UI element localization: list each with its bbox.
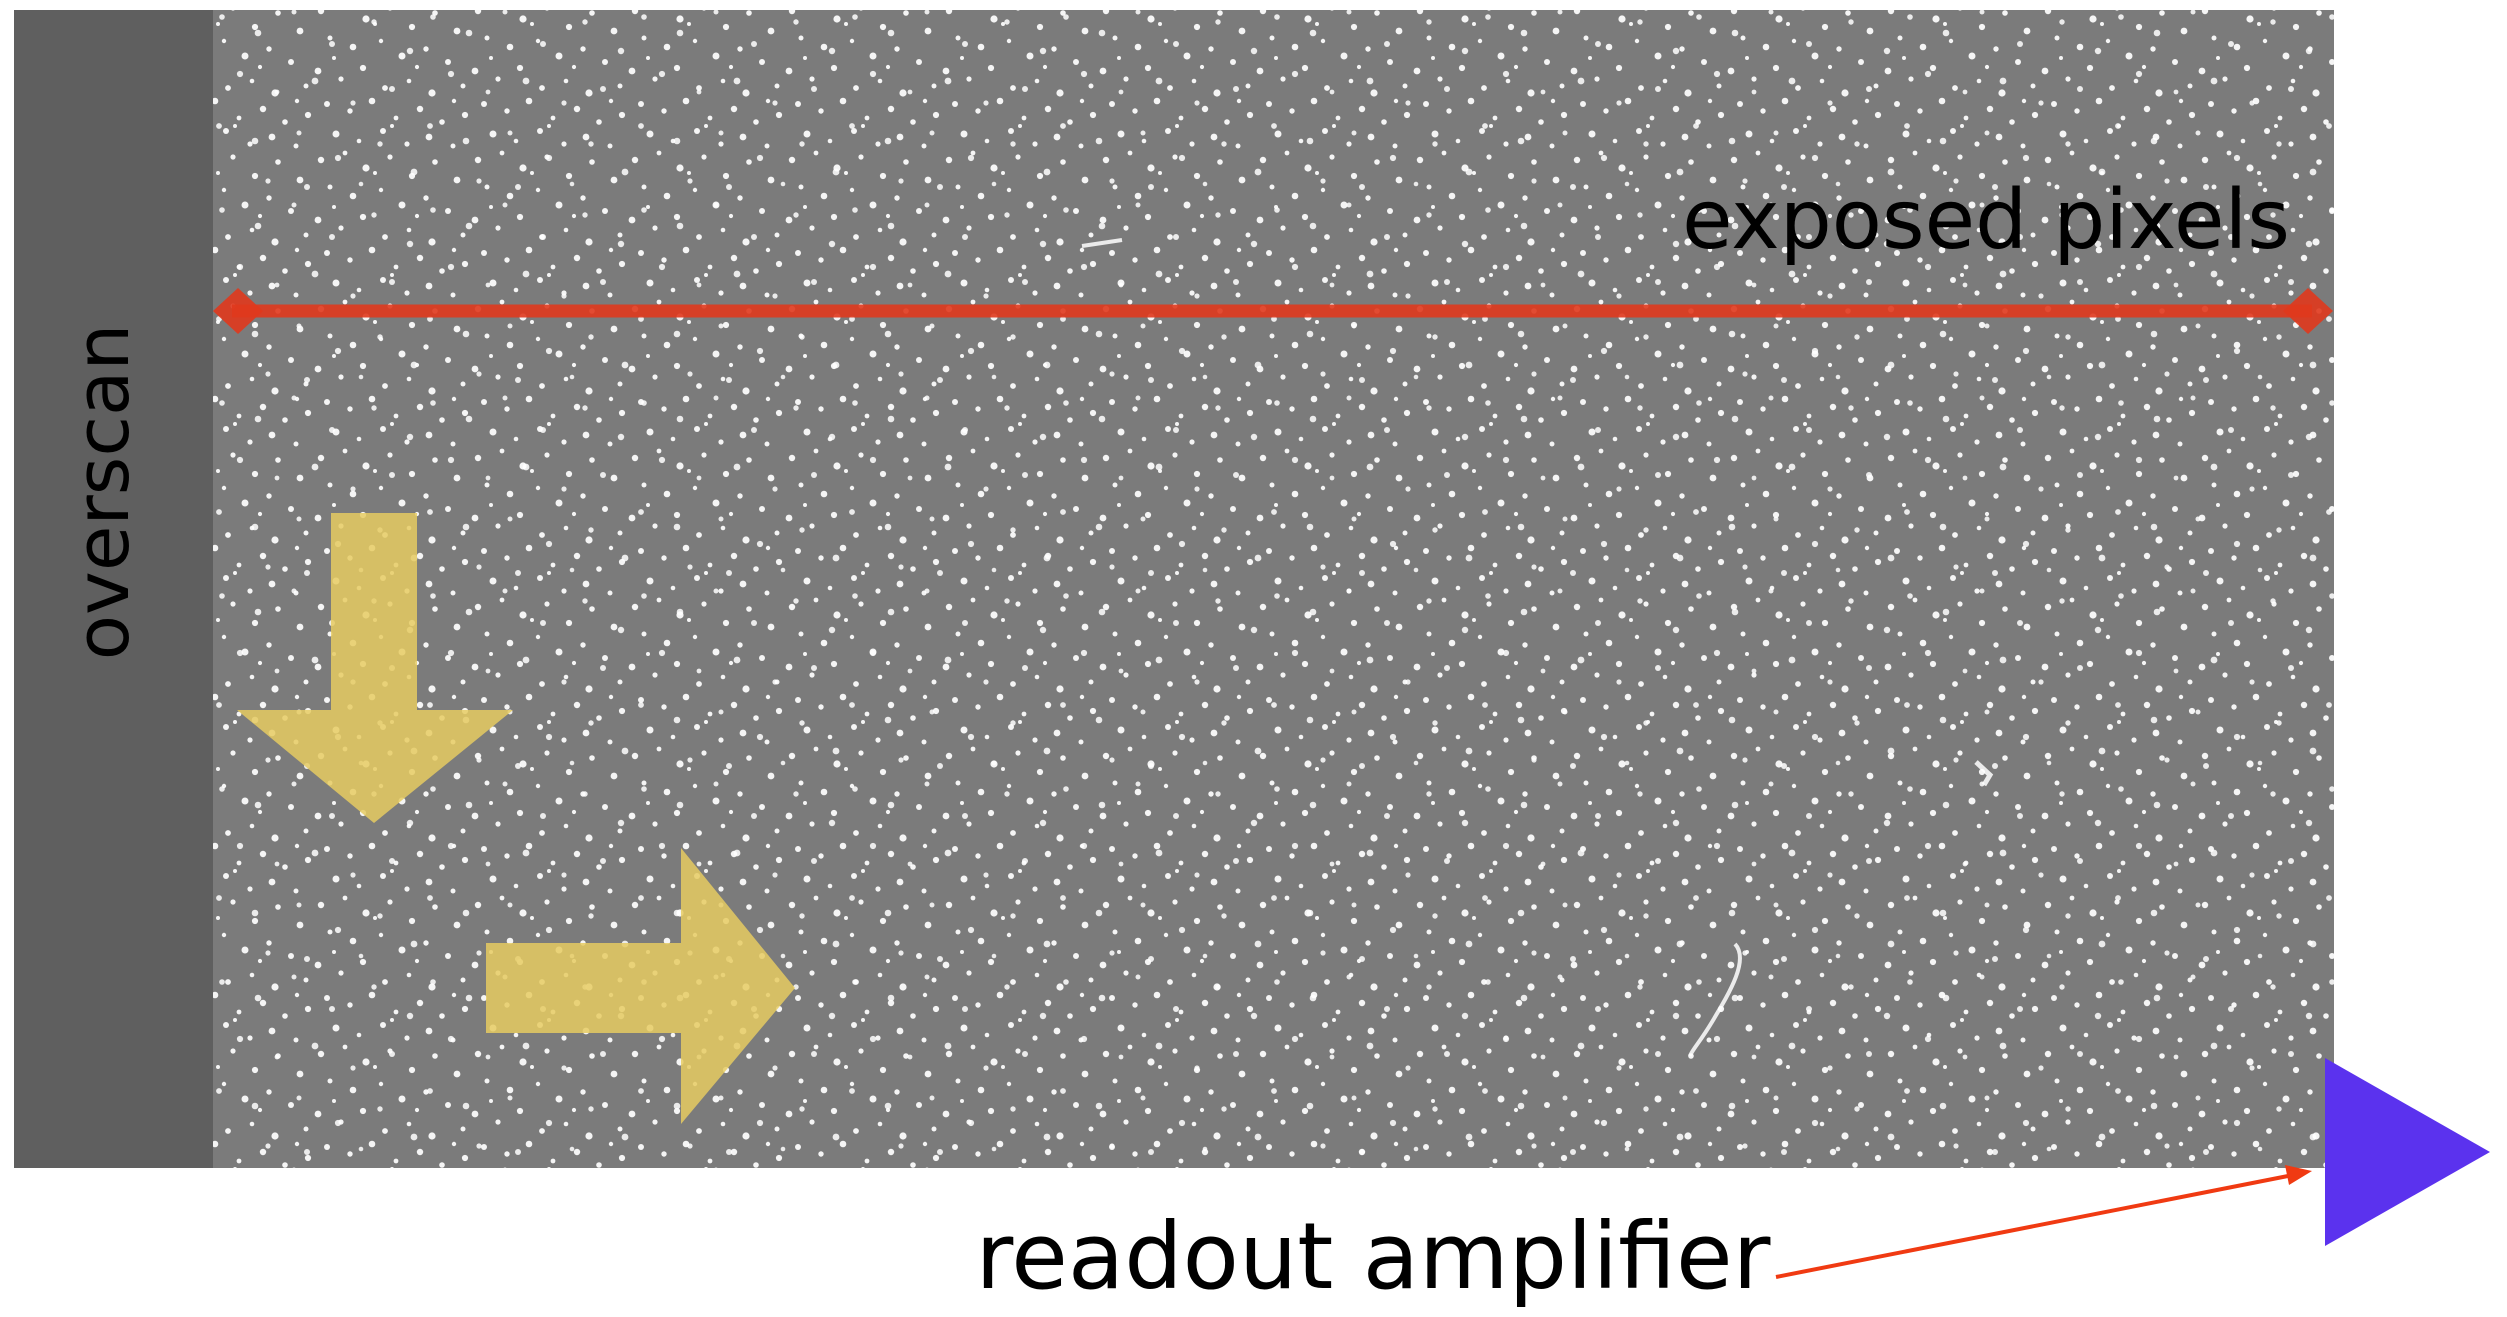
exposed-pixels-label: exposed pixels xyxy=(1682,173,2290,268)
amplifier-pointer-line xyxy=(1775,1174,2289,1279)
arrow-down-icon xyxy=(237,513,513,823)
overscan-label: overscan xyxy=(60,324,146,661)
triangle-right-icon xyxy=(2325,1058,2490,1246)
extent-right-marker xyxy=(2283,288,2333,334)
readout-amplifier-label: readout amplifier xyxy=(976,1203,1771,1310)
cosmic-ray-track xyxy=(1081,238,1123,248)
overscan-region xyxy=(14,10,213,1168)
extent-left-marker xyxy=(213,288,263,334)
cosmic-ray-track-curved xyxy=(1688,942,1742,1057)
arrow-right-icon xyxy=(486,848,795,1124)
cosmic-ray-track-small xyxy=(1974,760,1994,787)
amplifier-pointer-head xyxy=(2285,1165,2312,1185)
